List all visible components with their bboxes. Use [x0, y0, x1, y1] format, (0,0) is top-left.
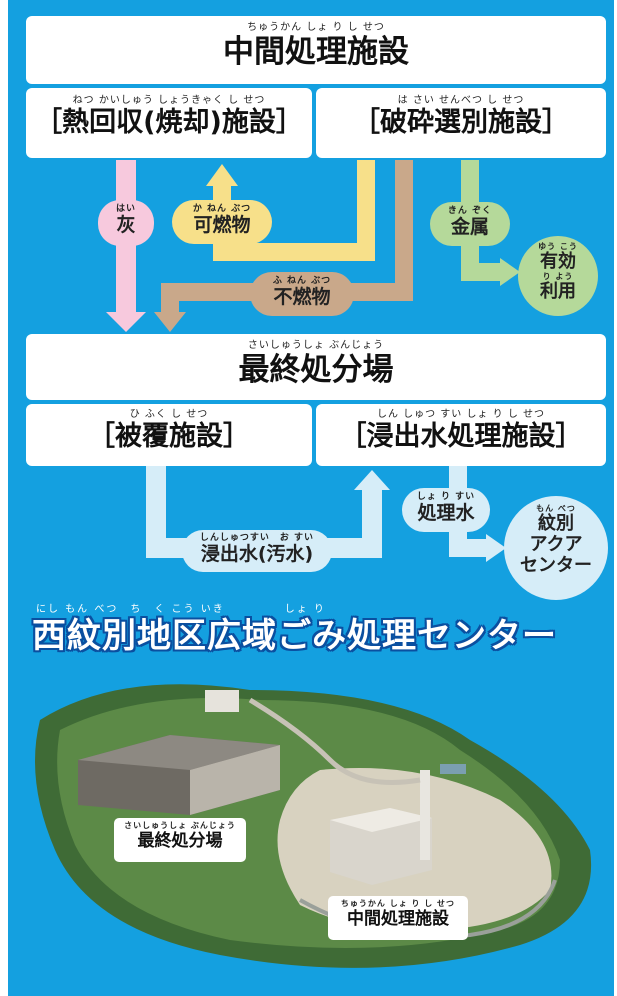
- metal-label: きん ぞく 金属: [430, 202, 510, 246]
- reuse-ruby-1: ゆう こう: [538, 242, 578, 251]
- noncombustible-arrow-head: [154, 312, 186, 332]
- reuse-line-2: 利用: [540, 281, 576, 302]
- banner-title: 西紋別地区広域ごみ処理センター: [32, 616, 557, 656]
- landfill-title: 最終処分場: [238, 352, 394, 388]
- banner-ruby: にし もん べつ ち く こう いき しょ り: [36, 604, 326, 615]
- ash-label: はい 灰: [98, 200, 154, 246]
- reuse-line-1: 有効: [540, 251, 576, 272]
- leachate-water-label: しんしゅつすい お すい 浸出水(汚水): [182, 530, 332, 572]
- metal-arrow-line: [461, 160, 502, 281]
- ash-ruby: はい: [115, 204, 136, 214]
- metal-ruby: きん ぞく: [447, 206, 493, 216]
- aqua-line-3: センター: [520, 555, 592, 576]
- ash-arrow-head: [106, 312, 146, 332]
- landfill-box: さいしゅうしょ ぶんじょう 最終処分場: [26, 334, 606, 400]
- aqua-center-circle: もん べつ 紋別 アクア センター: [504, 496, 608, 600]
- leachate-water-ruby: しんしゅつすい お すい: [199, 533, 315, 543]
- combustible-arrow-head: [206, 164, 238, 186]
- incineration-ruby: ねつ かいしゅう しょうきゃく し せつ: [72, 95, 266, 106]
- leachate-water-text: 浸出水(汚水): [200, 543, 314, 565]
- leachate-title: ［浸出水処理施設］: [339, 421, 583, 452]
- covering-title: ［被覆施設］: [88, 421, 250, 452]
- photo-intermediate-text: 中間処理施設: [347, 909, 449, 929]
- crushing-facility-box: は さい せんべつ し せつ ［破砕選別施設］: [316, 88, 606, 158]
- noncombustible-ruby: ふ ねん ぶつ: [272, 276, 332, 286]
- photo-landfill-text: 最終処分場: [137, 831, 223, 851]
- leachate-arrow-head: [354, 470, 390, 490]
- combustible-text: 可燃物: [193, 214, 251, 236]
- photo-landfill-tag: さいしゅうしょ ぶんじょう 最終処分場: [114, 818, 246, 862]
- covering-facility-box: ひ ふく し せつ ［被覆施設］: [26, 404, 312, 466]
- incineration-title: ［熱回収(焼却)施設］: [35, 107, 303, 138]
- reuse-circle: ゆう こう 有効 り よう 利用: [518, 236, 598, 316]
- noncombustible-label: ふ ねん ぶつ 不燃物: [250, 272, 354, 316]
- metal-arrow-head: [500, 258, 520, 286]
- aqua-ruby: もん べつ: [536, 504, 576, 513]
- aqua-line-1: 紋別: [538, 513, 574, 534]
- ash-text: 灰: [116, 214, 136, 236]
- crushing-ruby: は さい せんべつ し せつ: [397, 95, 525, 106]
- intermediate-ruby: ちゅうかん しょ り し せつ: [247, 22, 385, 33]
- landfill-ruby: さいしゅうしょ ぶんじょう: [247, 340, 385, 351]
- intermediate-title: 中間処理施設: [223, 34, 409, 70]
- aqua-line-2: アクア: [529, 534, 583, 555]
- treated-water-text: 処理水: [417, 502, 475, 524]
- treated-water-ruby: しょ り すい: [416, 492, 476, 502]
- reuse-ruby-2: り よう: [542, 272, 574, 281]
- incineration-facility-box: ねつ かいしゅう しょうきゃく し せつ ［熱回収(焼却)施設］: [26, 88, 312, 158]
- intermediate-facility-box: ちゅうかん しょ り し せつ 中間処理施設: [26, 16, 606, 84]
- combustible-label: か ねん ぶつ 可燃物: [172, 200, 272, 244]
- photo-intermediate-ruby: ちゅうかん しょ り し せつ: [340, 899, 456, 908]
- crushing-title: ［破砕選別施設］: [353, 107, 569, 138]
- combustible-ruby: か ねん ぶつ: [192, 204, 252, 214]
- noncombustible-text: 不燃物: [273, 286, 331, 308]
- treated-water-label: しょ り すい 処理水: [402, 488, 490, 532]
- aerial-photo: [35, 684, 592, 968]
- leachate-ruby: しん しゅつ すい しょ り し せつ: [376, 409, 546, 420]
- photo-intermediate-tag: ちゅうかん しょ り し せつ 中間処理施設: [328, 896, 468, 940]
- leachate-facility-box: しん しゅつ すい しょ り し せつ ［浸出水処理施設］: [316, 404, 606, 466]
- covering-ruby: ひ ふく し せつ: [129, 409, 209, 420]
- treated-arrow-head: [486, 534, 506, 562]
- metal-text: 金属: [450, 216, 489, 238]
- photo-landfill-ruby: さいしゅうしょ ぶんじょう: [124, 821, 236, 830]
